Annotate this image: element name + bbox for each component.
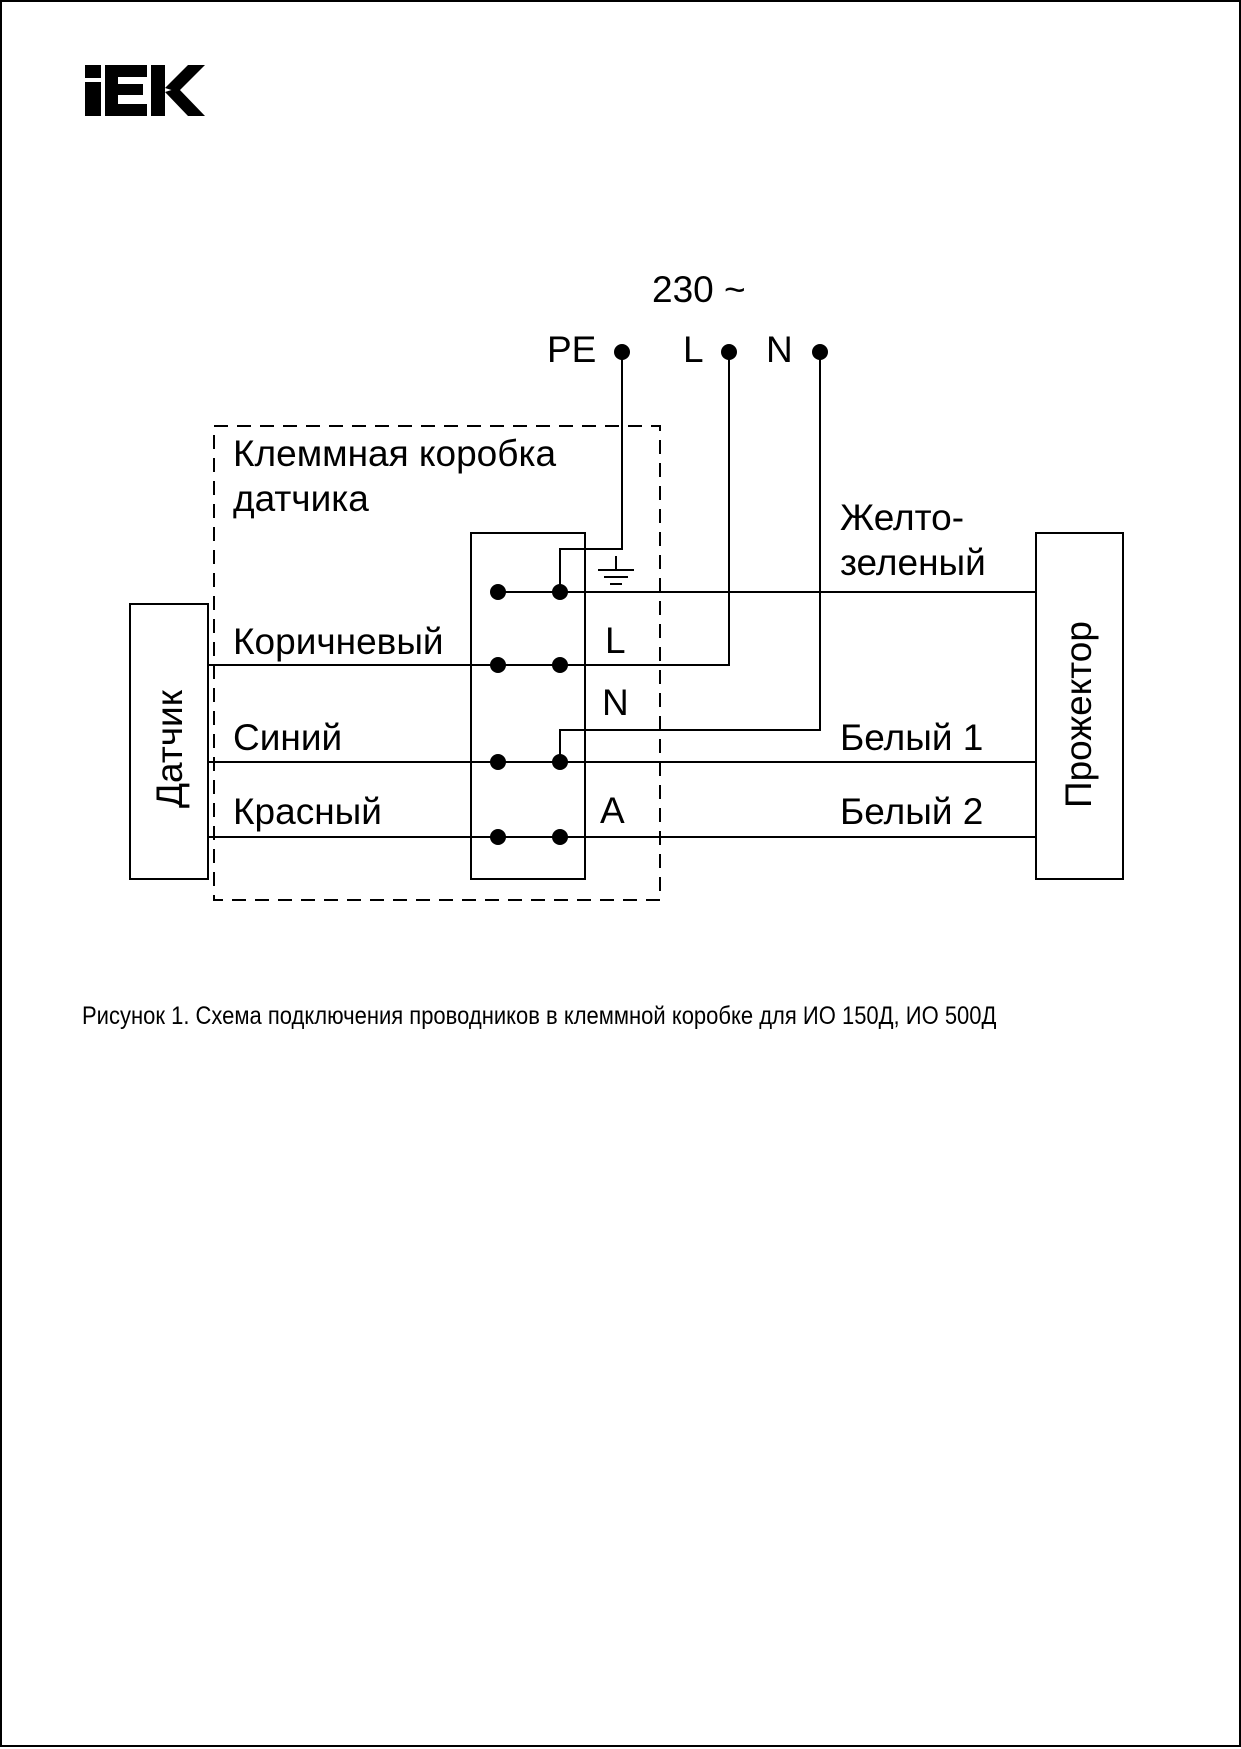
wire-label-yellow-green-2: зеленый xyxy=(840,542,986,583)
wire-label-brown: Коричневый xyxy=(233,621,444,662)
supply-voltage-label: 230 ~ xyxy=(652,269,746,310)
pe-supply-wire xyxy=(559,352,623,592)
terminal-block xyxy=(470,532,586,880)
wire-label-blue: Синий xyxy=(233,717,342,758)
supply-l-label: L xyxy=(683,329,704,370)
projector-box xyxy=(1035,532,1124,880)
wire-label-yellow-green-1: Желто- xyxy=(840,497,964,538)
terminal-n-label: N xyxy=(602,682,629,723)
wires xyxy=(208,352,1036,838)
projector-label: Прожектор xyxy=(1058,621,1099,808)
sensor-label: Датчик xyxy=(149,689,190,808)
junction-box-title-2: датчика xyxy=(233,478,369,519)
l-supply-wire xyxy=(560,352,730,666)
sensor-box xyxy=(129,603,209,880)
junction-box-title-1: Клеммная коробка xyxy=(233,433,556,474)
iek-logo xyxy=(85,65,205,116)
n-supply-wire xyxy=(559,352,821,762)
ground-icon xyxy=(598,556,634,585)
terminal-l-label: L xyxy=(605,620,626,661)
terminal-a-label: A xyxy=(600,790,625,831)
figure-caption: Рисунок 1. Схема подключения проводников… xyxy=(82,1002,997,1030)
supply-n-label: N xyxy=(766,329,793,370)
wire-label-white1: Белый 1 xyxy=(840,717,983,758)
supply-pe-label: PE xyxy=(547,329,596,370)
terminal-dots xyxy=(490,584,568,845)
wire-label-white2: Белый 2 xyxy=(840,791,983,832)
wire-label-red: Красный xyxy=(233,791,382,832)
